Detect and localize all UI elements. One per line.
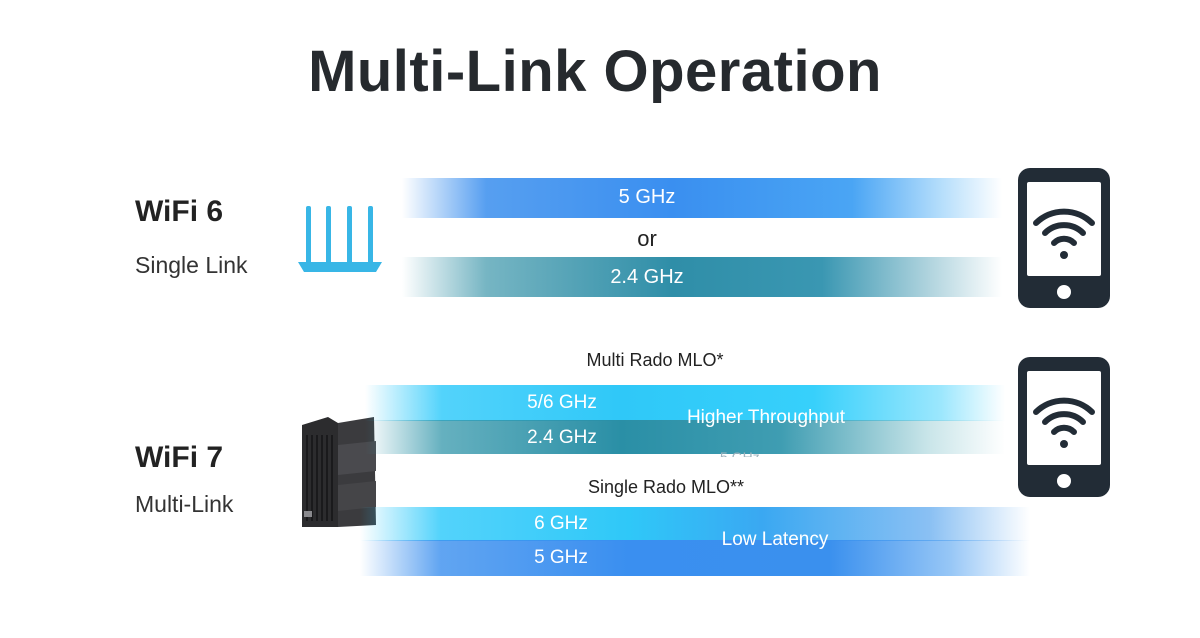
multi-radio-band-2-4ghz-label: 2.4 GHz — [527, 427, 597, 448]
higher-throughput-label: Higher Throughput — [686, 407, 846, 428]
multi-radio-band-5-6ghz — [365, 385, 1005, 421]
single-radio-band-6ghz-label: 6 GHz — [534, 513, 588, 534]
wifi7-subheading: Multi-Link — [135, 491, 234, 517]
wifi6-band-5ghz — [402, 178, 1002, 218]
single-radio-band-6ghz — [360, 507, 1030, 541]
wifi6-band-5ghz-label: 5 GHz — [618, 186, 676, 208]
single-radio-band-5ghz-label: 5 GHz — [534, 547, 588, 568]
multi-radio-band-5-6ghz-label: 5/6 GHz — [527, 392, 597, 413]
or-label: or — [637, 226, 657, 251]
router-icon — [296, 204, 384, 276]
low-latency-label: Low Latency — [721, 529, 829, 550]
wifi6-band-2-4ghz-label: 2.4 GHz — [610, 266, 684, 288]
wifi6-heading: WiFi 6 — [135, 195, 224, 228]
wifi6-subheading: Single Link — [135, 252, 248, 278]
wifi6-band-2-4ghz — [402, 257, 1002, 297]
single-radio-caption: Single Rado MLO** — [587, 477, 745, 497]
multi-radio-caption: Multi Rado MLO* — [586, 350, 724, 370]
single-radio-band-5ghz — [360, 540, 1030, 576]
faded-band-label: 5 GHz — [720, 449, 760, 457]
page-title: Multi-Link Operation — [308, 39, 882, 104]
smartphone-wifi-icon — [1018, 357, 1110, 497]
multi-radio-band-2-4ghz — [365, 420, 1005, 454]
smartphone-wifi-icon — [1018, 168, 1110, 308]
wifi7-heading: WiFi 7 — [135, 441, 224, 474]
